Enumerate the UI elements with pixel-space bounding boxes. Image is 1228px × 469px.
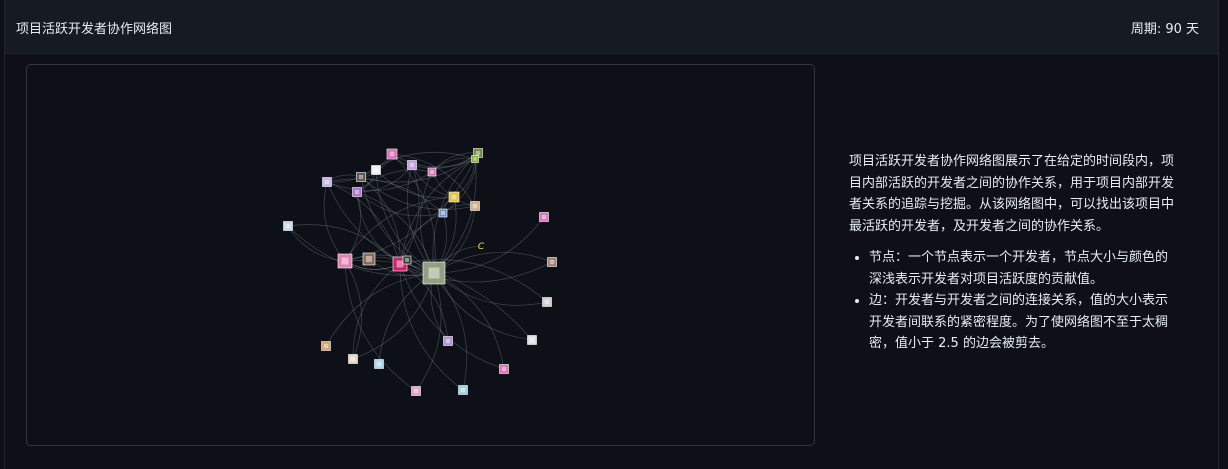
graph-edge xyxy=(391,153,476,168)
graph-edge xyxy=(326,181,435,274)
graph-edge xyxy=(325,272,435,347)
graph-description: 项目活跃开发者协作网络图展示了在给定的时间段内，项目内部活跃的开发者之间的协作关… xyxy=(849,151,1179,355)
graph-edge xyxy=(352,263,401,360)
graph-node-10[interactable] xyxy=(448,191,460,203)
graph-node-28[interactable] xyxy=(411,386,421,396)
graph-node-23[interactable] xyxy=(443,336,453,346)
graph-node-29[interactable] xyxy=(458,385,468,395)
graph-edge xyxy=(391,153,476,207)
graph-edge xyxy=(326,178,444,214)
graph-edge xyxy=(399,263,449,342)
panel-header: 项目活跃开发者协作网络图 周期: 90 天 xyxy=(5,0,1218,54)
graph-edge xyxy=(415,272,442,392)
graph-node-7[interactable] xyxy=(352,187,362,197)
graph-node-14[interactable] xyxy=(539,212,549,222)
graph-edge xyxy=(433,251,553,274)
graph-edge xyxy=(360,176,401,265)
graph-edge xyxy=(323,181,346,262)
graph-edge xyxy=(399,263,464,391)
graph-node-19[interactable] xyxy=(337,253,353,269)
graph-node-9[interactable] xyxy=(471,155,479,163)
graph-edge xyxy=(360,152,479,183)
graph-edge xyxy=(433,272,505,370)
graph-node-2[interactable] xyxy=(386,148,398,160)
graph-edge xyxy=(399,259,548,303)
description-list: 节点：一个节点表示一个开发者，节点大小与颜色的深浅表示开发者对项目活跃度的贡献值… xyxy=(849,247,1179,355)
graph-edge xyxy=(344,260,417,392)
description-item-nodes: 节点：一个节点表示一个开发者，节点大小与颜色的深浅表示开发者对项目活跃度的贡献值… xyxy=(869,247,1179,290)
collaboration-network-panel: 项目活跃开发者协作网络图 周期: 90 天 C 项目活跃开发者协作网络图展示了在… xyxy=(4,0,1219,469)
graph-node-13[interactable] xyxy=(283,221,293,231)
graph-node-27[interactable] xyxy=(499,364,509,374)
graph-edge xyxy=(287,225,435,276)
graph-node-6[interactable] xyxy=(371,165,381,175)
graph-edge xyxy=(344,196,455,262)
graph-node-8[interactable] xyxy=(427,167,437,177)
graph-node-24[interactable] xyxy=(321,341,331,351)
graph-node-15[interactable] xyxy=(547,257,557,267)
graph-node-18[interactable]: C xyxy=(478,242,485,252)
graph-node-20[interactable] xyxy=(422,261,446,285)
graph-node-30[interactable] xyxy=(402,255,412,265)
network-graph-canvas[interactable]: C xyxy=(27,65,814,445)
graph-node-1[interactable] xyxy=(322,177,332,187)
graph-node-12[interactable] xyxy=(470,201,480,211)
panel-title: 项目活跃开发者协作网络图 xyxy=(16,22,173,37)
graph-edge xyxy=(352,272,435,360)
description-item-edges: 边：开发者与开发者之间的连接关系，值的大小表示开发者间联系的紧密程度。为了使网络… xyxy=(869,290,1179,355)
graph-edge xyxy=(287,225,346,262)
graph-edge xyxy=(356,169,433,193)
svg-text:C: C xyxy=(478,242,485,252)
graph-edge xyxy=(433,272,468,391)
graph-edge xyxy=(432,152,479,274)
network-graph[interactable]: C xyxy=(26,64,815,446)
graph-node-26[interactable] xyxy=(374,359,384,369)
description-intro: 项目活跃开发者协作网络图展示了在给定的时间段内，项目内部活跃的开发者之间的协作关… xyxy=(849,154,1175,234)
graph-edge xyxy=(399,158,476,265)
graph-node-3[interactable] xyxy=(407,160,417,170)
graph-edge xyxy=(287,224,401,265)
graph-node-21[interactable] xyxy=(542,297,552,307)
graph-node-17[interactable] xyxy=(362,252,376,266)
graph-edge xyxy=(360,176,476,210)
period-label: 周期: 90 天 xyxy=(1130,22,1199,37)
graph-node-25[interactable] xyxy=(348,354,358,364)
graph-node-5[interactable] xyxy=(356,172,366,182)
graph-edge xyxy=(399,164,420,265)
graph-edge xyxy=(326,181,401,265)
graph-edge xyxy=(356,191,444,217)
graph-edge xyxy=(375,169,435,274)
graph-edge xyxy=(375,169,455,199)
graph-node-11[interactable] xyxy=(438,208,448,218)
graph-edge xyxy=(433,272,533,341)
graph-edge xyxy=(326,171,433,191)
graph-edge xyxy=(399,261,553,283)
graph-edge xyxy=(391,153,436,274)
graph-edge xyxy=(360,176,435,274)
graph-edge xyxy=(433,216,545,274)
graph-edge xyxy=(399,263,505,370)
graph-edge xyxy=(356,191,401,265)
graph-node-22[interactable] xyxy=(527,335,537,345)
graph-edge xyxy=(344,260,362,360)
graph-edge xyxy=(356,191,435,274)
